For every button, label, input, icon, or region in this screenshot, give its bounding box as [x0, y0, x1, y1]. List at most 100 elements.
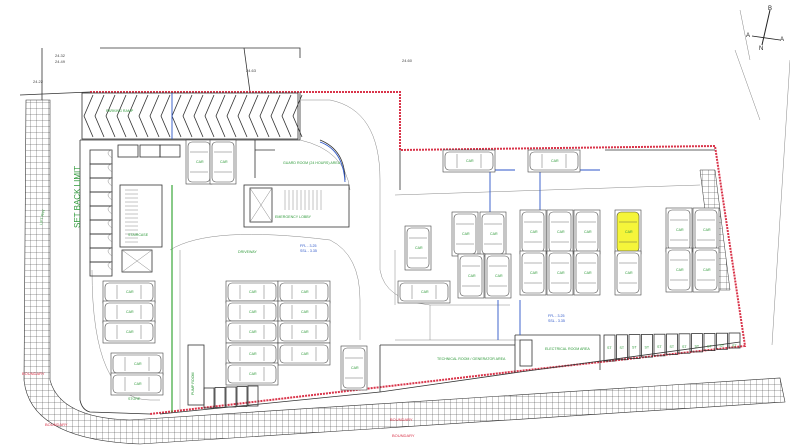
level-ssl: SSL - 3.35	[300, 249, 317, 253]
storage-bay	[703, 332, 716, 351]
store-room	[89, 261, 113, 277]
ramp-chevron	[171, 94, 182, 138]
ramp-chevron	[204, 94, 215, 138]
site-boundary-right	[734, 9, 790, 346]
ramp-chevron	[138, 94, 149, 138]
parking-space-label: CAR	[490, 232, 498, 236]
storage-bay	[653, 333, 666, 357]
parking-space-label: CAR	[220, 160, 228, 164]
storage-bay	[641, 333, 653, 358]
storage-bay-label: ST	[695, 345, 700, 349]
parking-space: CAR	[573, 250, 601, 296]
store-room	[89, 163, 113, 179]
parking-space-label: CAR	[557, 230, 565, 234]
parking-space-label: CAR	[421, 290, 429, 294]
parking-space: CAR	[573, 209, 601, 255]
store-room	[89, 205, 113, 221]
storage-bay	[678, 333, 691, 354]
guard-room-glazing	[319, 141, 346, 183]
parking-space: CAR	[102, 280, 156, 304]
driveway-curve	[91, 99, 510, 410]
dimension-lines	[445, 168, 600, 340]
parking-space: CAR	[277, 320, 331, 344]
guard-room-walls	[254, 139, 346, 181]
store-room	[89, 177, 113, 193]
parking-space-label: CAR	[584, 271, 592, 275]
ramp-chevron	[116, 94, 127, 138]
parking-space: CAR	[519, 250, 547, 296]
staircase-treads	[125, 189, 322, 243]
parking-space-label: CAR	[134, 382, 142, 386]
parking-space-label: CAR	[530, 271, 538, 275]
storage-bay-label: ST	[620, 346, 625, 350]
guard-room-label: GUARD ROOM (24 HOURS) AREA	[283, 161, 341, 165]
ramp-chevron	[149, 94, 160, 138]
parking-space-label: CAR	[301, 352, 309, 356]
storage-bay-label: ST	[707, 344, 712, 348]
store-room	[159, 144, 181, 158]
storage-bay-label: ST	[670, 345, 675, 349]
ramp-chevron	[105, 94, 116, 138]
storage-bay	[214, 387, 226, 408]
level-ffl: FFL - 3.25	[300, 244, 316, 248]
parking-space: CAR	[225, 320, 279, 344]
property-line	[90, 91, 747, 415]
parking-space-label: CAR	[676, 228, 684, 232]
parking-space: CAR	[225, 342, 279, 366]
ramp-chevron	[193, 94, 204, 138]
parking-space: CAR	[277, 280, 331, 304]
parking-space-label: CAR	[551, 159, 559, 163]
parking-space: CAR	[692, 247, 720, 293]
ramp-chevron	[237, 94, 248, 138]
parking-space-label: CAR	[126, 330, 134, 334]
ramp-chevron	[94, 94, 105, 138]
ramp	[81, 92, 299, 140]
driveway-label: DRIVEWAY	[238, 250, 257, 254]
parking-space: CAR	[397, 280, 451, 304]
parking-space: CAR	[102, 300, 156, 324]
parking-space: CAR	[277, 300, 331, 324]
ramp-chevron	[226, 94, 237, 138]
elevation-2: 24.49	[55, 59, 66, 64]
parking-space: CAR	[479, 211, 507, 257]
ramp-chevron	[215, 94, 226, 138]
parking-space-label: CAR	[249, 372, 257, 376]
highlighted-parking-space: CAR	[614, 209, 642, 255]
parking-space-label: CAR	[301, 290, 309, 294]
parking-space-label: CAR	[126, 310, 134, 314]
aisle-lines	[394, 184, 701, 341]
parking-space-label: CAR	[301, 310, 309, 314]
storage-bay-label: ST	[607, 346, 612, 350]
parking-space: CAR	[484, 253, 512, 299]
parking-space-label: CAR	[557, 271, 565, 275]
electrical-hatch	[519, 339, 533, 367]
stair-core	[243, 184, 350, 228]
parking-space: CAR	[340, 345, 368, 391]
parking-space: CAR	[451, 211, 479, 257]
storage-bay	[603, 334, 616, 362]
parking-space: CAR	[527, 149, 581, 173]
ramp-chevron	[160, 94, 171, 138]
left-lift-shaft	[121, 249, 153, 273]
ramp-chevron	[83, 94, 94, 138]
parking-space-label: CAR	[415, 246, 423, 250]
storage-bay	[225, 386, 237, 408]
parking-space-label: CAR	[584, 230, 592, 234]
staircase-label: STAIRCASE	[128, 233, 149, 237]
ramp-chevron	[182, 94, 193, 138]
parking-space-label: CAR	[495, 274, 503, 278]
store-room	[89, 191, 113, 207]
red-note-2: BOUNDARY	[45, 422, 68, 427]
north-arrow-a-left: A	[746, 33, 750, 39]
parking-space: CAR	[225, 280, 279, 304]
pump-room-label: PUMP ROOM	[191, 372, 195, 395]
storage-bay	[691, 333, 703, 353]
ramp-chevron	[127, 94, 138, 138]
parking-space: CAR	[404, 225, 432, 271]
electrical-room-label: ELECTRICAL ROOM AREA	[545, 347, 590, 351]
parking-space: CAR	[457, 253, 485, 299]
setback-label: SET BACK LIMIT	[73, 166, 82, 228]
north-arrow-b: B	[768, 6, 772, 12]
